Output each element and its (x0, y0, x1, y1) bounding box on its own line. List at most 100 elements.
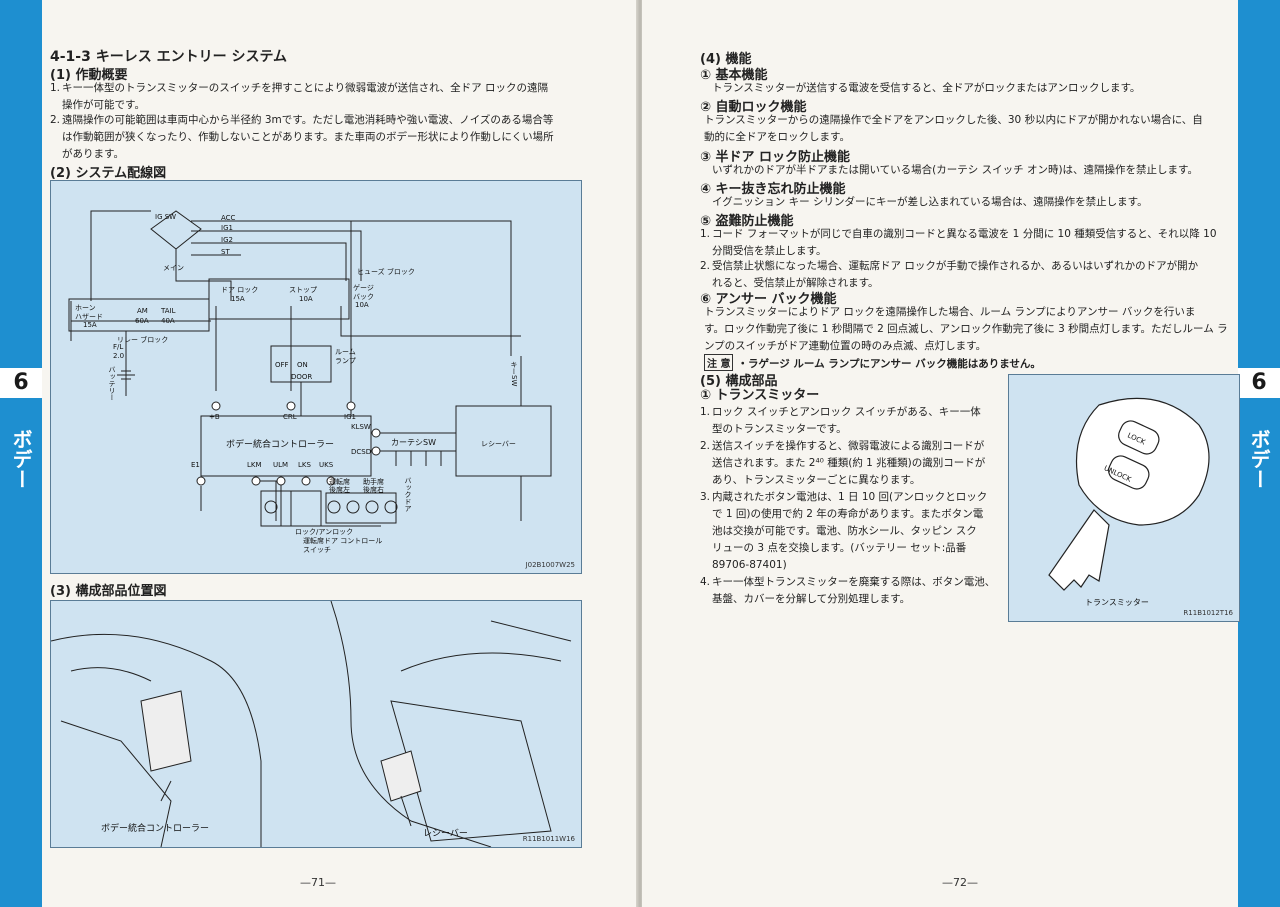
courtesy-sw-label: カーテシSW (391, 438, 436, 447)
page-number-71: —71— (300, 876, 336, 889)
am-amp: 60A (135, 317, 149, 325)
components-heading: (5) 構成部品 (700, 374, 778, 389)
wiring-lines (68, 210, 552, 527)
transmitter-item-1: 1.ロック スイッチとアンロック スイッチがある、キー一体型のトランスミッターで… (700, 406, 981, 435)
answer-back-text: トランスミッターによりドア ロックを遠隔操作した場合、ルーム ランプによりアンサ… (704, 306, 1228, 352)
st-label: ST (221, 248, 230, 256)
room-lamp-label-2: ランプ (335, 357, 356, 365)
switch-label: スイッチ (303, 546, 331, 554)
uks-label: UKS (319, 461, 334, 469)
ig1-label: IG1 (221, 224, 233, 232)
battery-label: バッテリー (108, 366, 116, 401)
chapter-label: ボデー (1247, 429, 1271, 489)
acc-label: ACC (221, 214, 236, 222)
dcsd-label: DCSD (351, 448, 372, 456)
e1-label: E1 (191, 461, 200, 469)
tail-label: TAIL (161, 307, 176, 315)
location-drawing (51, 601, 572, 847)
auto-lock-heading: ② 自動ロック機能 (700, 100, 807, 115)
chapter-number: 6 (1238, 368, 1280, 398)
lkm-label: LKM (247, 461, 262, 469)
anti-theft-item-1: 1.コード フォーマットが同じで自車の識別コードと異なる電波を 1 分間に 10… (700, 228, 1217, 257)
horn-label: ホーン (75, 304, 96, 312)
chapter-tab-right: 6 ボデー (1238, 0, 1280, 907)
key-reminder-text: イグニッション キー シリンダーにキーが差し込まれている場合は、遠隔操作を禁止し… (712, 196, 1148, 208)
lock-unlock-label: ロック/アンロック (295, 528, 354, 536)
main-fuse-label: メイン (163, 264, 184, 272)
location-heading: (3) 構成部品位置図 (50, 584, 167, 599)
ecu-location-label: ボデー統合コントローラー (101, 824, 210, 834)
room-lamp-label: ルーム (335, 348, 356, 356)
transmitter-caption: トランスミッター (1085, 598, 1149, 607)
driver-door-control-label: 運転席ドア コントロール (303, 537, 383, 545)
ulm-label: ULM (273, 461, 289, 469)
key-drawing (1048, 397, 1210, 591)
on-label: ON (297, 361, 308, 369)
gauge-fuse-label: ゲージ (353, 284, 374, 292)
location-fig-id: R11B1011W16 (522, 835, 575, 843)
klsw-label: KLSW (351, 423, 371, 431)
fl-amp: 2.0 (113, 352, 125, 360)
overview-item-2: 2.遠隔操作の可能範囲は車両中心から半径約 3mです。ただし電池消耗時や強い電波… (50, 114, 554, 160)
half-door-heading: ③ 半ドア ロック防止機能 (700, 150, 851, 165)
wiring-fig-id: J02B1007W25 (525, 561, 575, 569)
fuse-block-label: ヒューズ ブロック (357, 268, 415, 276)
stop-fuse-amp: 10A (299, 295, 313, 303)
transmitter-item-4: 4.キー一体型トランスミッターを廃棄する際は、ボタン電池、基盤、カバーを分解して… (700, 576, 996, 605)
lks-label: LKS (298, 461, 311, 469)
wiring-diagram-heading: (2) システム配線図 (50, 166, 167, 181)
auto-lock-text: トランスミッターからの遠隔操作で全ドアをアンロックした後、30 秒以内にドアが開… (704, 114, 1203, 143)
door-lock-fuse-label: ドア ロック (221, 286, 259, 294)
transmitter-item-2: 2.送信スイッチを操作すると、微弱電波による識別コードが送信されます。また 2⁴… (700, 440, 986, 486)
back-fuse-label: バック (353, 293, 374, 301)
caution-label: 注 意 (704, 354, 734, 371)
door-lock-fuse-amp: 15A (231, 295, 245, 303)
am-label: AM (137, 307, 148, 315)
relay-block-label: リレー ブロック (117, 336, 169, 344)
gauge-fuse-amp: 10A (355, 301, 369, 309)
book-gutter (636, 0, 644, 907)
back-door-label: バックドア (404, 477, 412, 512)
stop-fuse-label: ストップ (289, 286, 317, 294)
horn-amp: 15A (83, 321, 97, 329)
fl-label: F/L (113, 343, 124, 351)
receiver-location-label: レシーバー (423, 829, 468, 839)
off-label: OFF (275, 361, 289, 369)
caution-text: ・ラゲージ ルーム ランプにアンサー バック機能はありません。 (737, 358, 1041, 370)
ig1b-label: IG1 (344, 413, 356, 421)
plus-b-label: +B (209, 413, 220, 421)
caution-note: 注 意・ラゲージ ルーム ランプにアンサー バック機能はありません。 (704, 354, 1041, 371)
transmitter-fig-id: R11B1012T16 (1183, 609, 1233, 617)
transmitter-item-3: 3.内蔵されたボタン電池は、1 日 10 回(アンロックとロックで 1 回)の使… (700, 491, 988, 571)
location-figure: ボデー統合コントローラー レシーバー R11B1011W16 (50, 600, 582, 848)
door-label: DOOR (291, 373, 313, 381)
anti-theft-heading: ⑤ 盗難防止機能 (700, 214, 794, 229)
rear-right-label: 後席右 (363, 486, 384, 494)
key-sw-label: キーSW (510, 361, 518, 387)
wiring-diagram: IG SW ACC IG1 IG2 ST メイン ヒューズ ブロック ドア ロッ… (50, 180, 582, 574)
overview-item-1: 1.キー一体型のトランスミッターのスイッチを押すことにより微弱電波が送信され、全… (50, 82, 549, 111)
basic-function-heading: ① 基本機能 (700, 68, 768, 83)
key-reminder-heading: ④ キー抜き忘れ防止機能 (700, 182, 846, 197)
page-number-72: —72— (942, 876, 978, 889)
page-72: 6 ボデー (4) 機能 ① 基本機能 トランスミッターが送信する電波を受信する… (642, 0, 1280, 907)
page-71: 6 ボデー 4-1-3 キーレス エントリー システム (1) 作動概要 1.キ… (0, 0, 638, 907)
hazard-label: ハザード (75, 313, 103, 321)
anti-theft-item-2: 2.受信禁止状態になった場合、運転席ドア ロックが手動で操作されるか、あるいはい… (700, 260, 1199, 289)
transmitter-heading: ① トランスミッター (700, 388, 820, 403)
functions-heading: (4) 機能 (700, 52, 752, 67)
operation-overview-heading: (1) 作動概要 (50, 68, 128, 83)
tail-amp: 40A (161, 317, 175, 325)
chapter-label: ボデー (9, 429, 33, 489)
chapter-number: 6 (0, 368, 42, 398)
ig2-label: IG2 (221, 236, 233, 244)
ecu-label: ボデー統合コントローラー (226, 440, 335, 450)
driver-seat-label: 運転席 (329, 478, 350, 486)
chapter-tab-left: 6 ボデー (0, 0, 42, 907)
half-door-text: いずれかのドアが半ドアまたは開いている場合(カーテシ スイッチ オン時)は、遠隔… (712, 164, 1199, 176)
basic-function-text: トランスミッターが送信する電波を受信すると、全ドアがロックまたはアンロックします… (712, 82, 1141, 94)
answer-back-heading: ⑥ アンサー バック機能 (700, 292, 837, 307)
receiver-label: レシーバー (481, 440, 516, 448)
crl-label: CRL (283, 413, 297, 421)
